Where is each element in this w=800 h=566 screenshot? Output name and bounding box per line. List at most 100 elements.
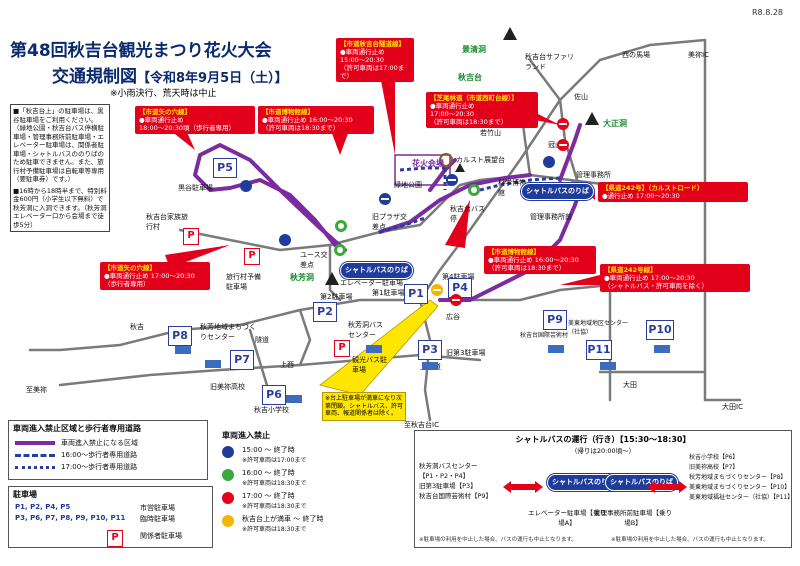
callout-yanoana-line: （歩行者専用） <box>104 280 150 288</box>
parking-p1[interactable]: P1 <box>404 284 428 304</box>
callout-tennis: 【市道秋吉台隧道線】 ●車両通行止め 15:00〜20:30 （許可車両は17:… <box>336 38 414 82</box>
legend-closure-item: 15:00 〜 終了時※許可車両は17:00まで <box>222 445 402 464</box>
callout-hakubutsu2-line: （許可車両は18:30まで） <box>488 264 566 272</box>
label-kanko-bus: 観光バス駐車場 <box>352 356 387 374</box>
shuttle-sub: （帰りは20:00頃〜） <box>570 447 636 455</box>
label-kurasunoyama: 冠山 <box>548 141 562 149</box>
parking-p5[interactable]: P5 <box>213 158 237 178</box>
callout-pref242b-title: 【県道242号線】 <box>604 266 657 274</box>
callout-hakubutsu2-line: ●車両通行止め 16:00〜20:30 <box>488 256 579 264</box>
related-parking-icon: P <box>334 340 350 357</box>
callout-kuro-title: 【市道矢の穴線】 <box>139 108 191 116</box>
legend-parking-box: 駐車場 P1, P2, P4, P5 市営駐車場 P3, P6, P7, P8,… <box>8 486 213 548</box>
callout-yanoana-title: 【市道矢の穴線】 <box>104 264 156 272</box>
shuttle-right-stop: 秋芳地域まちづくりセンター【P8】 <box>689 474 787 481</box>
shuttle-schedule-box: シャトルバスの運行（行き）【15:30〜18:30】 （帰りは20:00頃〜） … <box>414 430 793 548</box>
bus-icon <box>654 345 670 353</box>
callout-tennis-line: ●車両通行止め <box>340 48 385 56</box>
legend-area-item: 16:00〜歩行者専用道路 <box>61 451 138 459</box>
parking-p7[interactable]: P7 <box>230 350 254 370</box>
callout-kuro-line: 18:00〜20:30頃（歩行者専用） <box>139 124 235 132</box>
callout-hakubutsu1: 【市道博物館線】 ●車両通行止め 16:00〜20:30 （許可車両は18:30… <box>258 106 374 134</box>
label-to-ic: 至秋吉台IC <box>404 421 439 429</box>
pedestrian-icon <box>240 180 252 192</box>
pedestrian-icon <box>279 234 291 246</box>
info-note-1: ■「秋吉台上」の駐車場は、黒谷駐車場をご利用ください。（緑地公園・秋吉台バス停横… <box>13 107 104 183</box>
closure-zone-lines <box>193 123 582 302</box>
document-id: R8.8.28 <box>752 8 784 17</box>
label-shushiro: 上西 <box>280 361 294 369</box>
shuttle-left-stop: 秋芳洞バスセンター <box>419 462 478 470</box>
parking-p11[interactable]: P11 <box>586 340 612 360</box>
label-taisho: 大正洞 <box>603 119 627 128</box>
related-parking-icon: P <box>244 248 260 265</box>
yellow-note: ※台上駐車場が満車になり次第閉鎖。シャトルバス、許可車両、報道関係者は除く。 <box>322 392 406 421</box>
legend-area-item: 17:00〜歩行者専用道路 <box>61 463 138 471</box>
label-akiyoshido: 秋芳洞 <box>290 273 314 282</box>
shuttle-left-stop: 【P1・P2・P4】 <box>419 472 470 480</box>
parking-p8[interactable]: P8 <box>168 326 192 346</box>
label-ryokuchi: 緑地公園 <box>394 181 422 189</box>
callout-tennis-line: （許可車両は17:00まで） <box>340 64 405 80</box>
label-kuroya: 黒谷駐車場 <box>178 184 213 192</box>
callout-hakubutsu1-line: （許可車両は18:30まで） <box>262 124 340 132</box>
callout-pref242a-title: 【県道242号】（カルストロード） <box>602 184 704 192</box>
bus-icon <box>600 362 616 370</box>
label-safari: 秋吉台サファリランド <box>525 53 574 71</box>
legend-parking-city: P1, P2, P4, P5 <box>15 503 71 511</box>
bus-icon <box>366 345 382 353</box>
parking-p6[interactable]: P6 <box>262 385 286 405</box>
closure-marker-yellow <box>431 284 443 296</box>
legend-closure-text: 17:00 〜 終了時※許可車両は18:30まで <box>242 491 306 510</box>
closure-marker-red <box>450 294 462 306</box>
label-sanban: 佐山 <box>574 93 588 101</box>
shuttle-stop-a[interactable]: シャトルバスのりば <box>340 262 413 279</box>
label-kyu-plaza: 旧プラザ交差点 <box>372 213 407 231</box>
title-line1: 第48回秋吉台観光まつり花火大会 <box>10 41 272 61</box>
label-machizukuri: 秋芳地域まちづくりセンター <box>200 323 256 341</box>
hanabi-area-outline <box>394 154 451 186</box>
label-youth: ユース交差点 <box>300 251 328 269</box>
label-hanabi: 花火会場 <box>412 159 444 168</box>
callout-tennis-title: 【市道秋吉台隧道線】 <box>340 40 405 48</box>
label-karst: カルスト展望台 <box>456 156 505 164</box>
legend-parking-title: 駐車場 <box>13 490 37 499</box>
legend-closure-time: 15:00 〜 終了時 <box>242 446 295 454</box>
legend-parking-related-label: 関係者駐車場 <box>140 532 182 540</box>
closure-marker-icon <box>222 492 234 504</box>
legend-closure-item: 17:00 〜 終了時※許可車両は18:30まで <box>222 491 402 510</box>
label-shogakko: 秋吉小学校 <box>254 406 289 414</box>
label-kamitanaka: 隧道 <box>255 336 269 344</box>
label-nishi: 西の馬場 <box>622 51 650 59</box>
closure-marker-icon <box>222 469 234 481</box>
label-ryokoumura-yobi: 旅行村予備駐車場 <box>226 273 261 291</box>
parking-p2[interactable]: P2 <box>313 302 337 322</box>
pedestrian-icon <box>543 156 555 168</box>
legend-parking-temp-label: 臨時駐車場 <box>140 515 175 523</box>
legend-closure-time: 16:00 〜 終了時 <box>242 469 295 477</box>
callout-shiba-title: 【芝尾林道（市道西町台線）】 <box>430 94 518 102</box>
parking-p9[interactable]: P9 <box>543 310 567 330</box>
callout-shiba-line: （許可車両は18:30まで） <box>430 118 508 126</box>
legend-closure-item: 16:00 〜 終了時※許可車両は18:30まで <box>222 468 402 487</box>
closure-marker-green <box>334 244 346 256</box>
callout-shiba: 【芝尾林道（市道西町台線）】 ●車両通行止め 17:00〜20:30 （許可車両… <box>426 92 538 128</box>
shuttle-left-stop: 秋吉台国際芸術村【P9】 <box>419 492 493 500</box>
legend-area-item: 車両進入禁止になる区域 <box>61 439 138 447</box>
label-akiyoshidai-top: 秋吉台 <box>458 73 482 82</box>
callout-hakubutsu2: 【市道博物館線】 ●車両通行止め 16:00〜20:30 （許可車両は18:30… <box>484 246 596 274</box>
legend-closure-text: 15:00 〜 終了時※許可車両は17:00まで <box>242 445 306 464</box>
parking-p10[interactable]: P10 <box>646 320 674 340</box>
legend-parking-city-label: 市営駐車場 <box>140 504 175 512</box>
closure-marker-blue <box>379 193 391 205</box>
label-bus-stop: 秋吉台バス停 <box>450 205 485 223</box>
related-parking-icon: P <box>107 530 123 547</box>
title-main: 交通規制図 <box>52 67 137 87</box>
rain-note: ※小雨決行、荒天時は中止 <box>110 89 217 99</box>
label-wakatake: 若竹山 <box>480 129 501 137</box>
shuttle-stop-b[interactable]: シャトルバスのりば <box>521 183 594 200</box>
parking-p4[interactable]: P4 <box>448 278 472 298</box>
bus-icon <box>205 360 221 368</box>
parking-p3[interactable]: P3 <box>418 340 442 360</box>
label-mine-shisetsu: 美東地域地区センター（社協） <box>568 320 629 336</box>
